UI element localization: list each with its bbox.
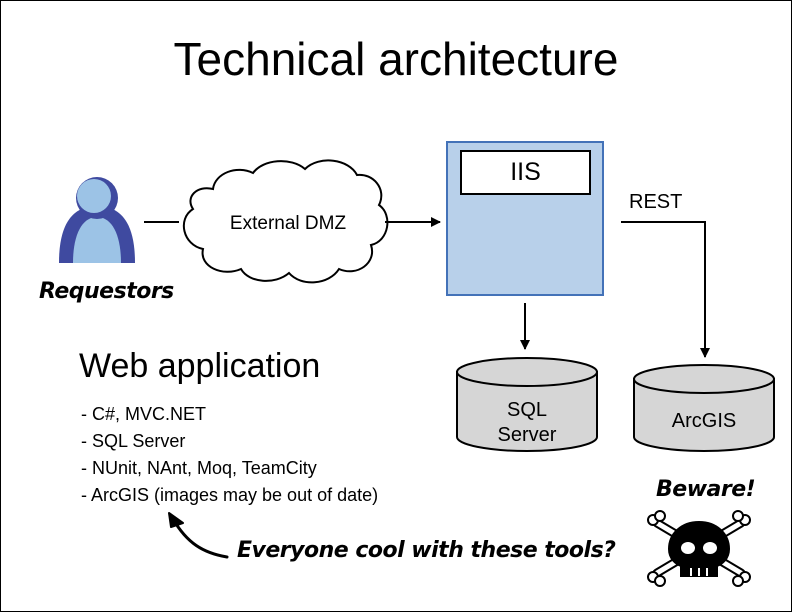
skull-crossbones-icon — [647, 510, 751, 587]
arcgis-cylinder — [633, 364, 775, 452]
person-icon — [59, 177, 135, 263]
curved-arrow — [171, 517, 229, 559]
list-item: - SQL Server — [81, 431, 186, 451]
requestors-label: Requestors — [39, 279, 174, 304]
sql-server-cylinder — [456, 357, 598, 452]
iis-box — [460, 150, 591, 195]
sql-server-label-line1: SQL — [506, 399, 548, 421]
list-item: - ArcGIS (images may be out of date) — [81, 485, 379, 505]
list-item: - C#, MVC.NET — [81, 404, 207, 424]
web-application-heading: Web application — [79, 347, 321, 385]
web-application-list: - C#, MVC.NET - SQL Server - NUnit, NAnt… — [81, 401, 378, 509]
rest-label: REST — [629, 191, 683, 213]
question-label: Everyone cool with these tools? — [237, 538, 616, 563]
page-title: Technical architecture — [173, 33, 619, 85]
arcgis-label: ArcGIS — [671, 410, 737, 432]
iis-label: IIS — [510, 158, 541, 186]
cloud-shape — [183, 159, 389, 284]
list-item: - NUnit, NAnt, Moq, TeamCity — [81, 458, 317, 478]
sql-server-label-line2: Server — [497, 424, 557, 446]
curved-arrow-head — [168, 512, 184, 528]
arrow-rest-arcgis — [621, 221, 710, 358]
beware-label: Beware! — [656, 477, 756, 502]
sql-server-label: SQL Server — [457, 398, 597, 448]
external-dmz-label: External DMZ — [229, 213, 347, 234]
